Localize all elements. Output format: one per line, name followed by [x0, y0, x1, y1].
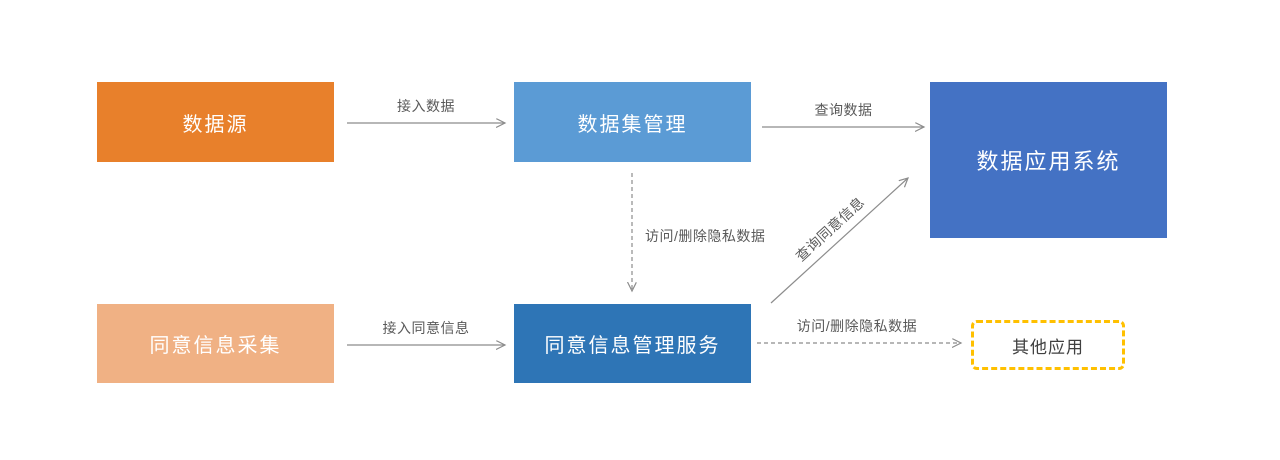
edge-label-access-data: 接入数据	[397, 98, 455, 114]
edge-label-access-delete-private-data-vertical: 访问/删除隐私数据	[645, 228, 766, 244]
node-data-source: 数据源	[97, 82, 334, 162]
node-other-applications: 其他应用	[971, 320, 1125, 370]
node-consent-management-service: 同意信息管理服务	[514, 304, 751, 383]
node-data-application-system: 数据应用系统	[930, 82, 1167, 238]
node-consent-info-collection: 同意信息采集	[97, 304, 334, 383]
edge-label-access-delete-private-data-horizontal: 访问/删除隐私数据	[796, 318, 918, 334]
edge-label-query-data: 查询数据	[814, 102, 873, 118]
node-dataset-management: 数据集管理	[514, 82, 751, 162]
edge-query-consent-info	[770, 178, 908, 304]
edge-label-access-consent-info: 接入同意信息	[382, 320, 470, 336]
